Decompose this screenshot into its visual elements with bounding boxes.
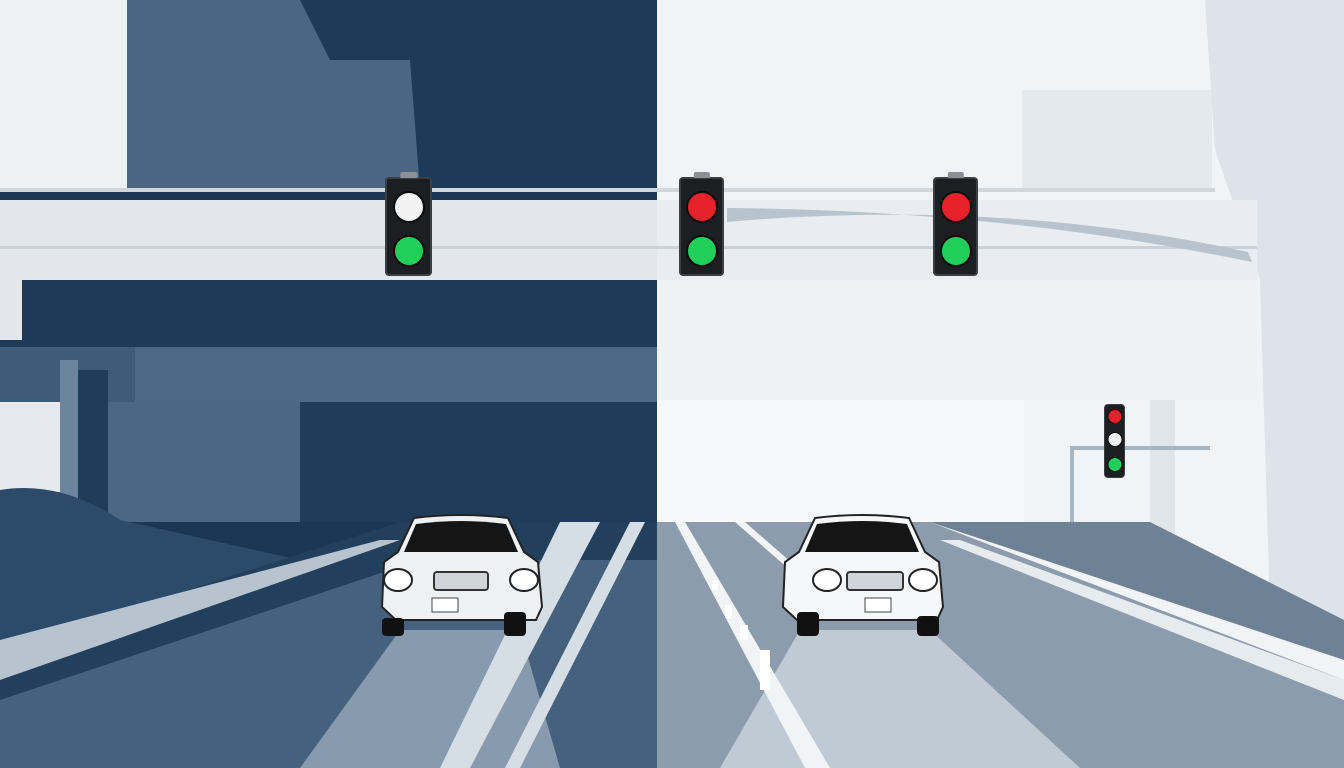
green-lamp-icon — [939, 235, 972, 267]
car-left — [380, 514, 544, 636]
bridge-edge — [0, 246, 1257, 249]
red-lamp-icon — [939, 191, 972, 223]
headlight-beam-right — [720, 630, 1080, 768]
lane-marking-left — [440, 522, 600, 768]
road-curb-right — [940, 540, 1344, 700]
traffic-light-center — [679, 172, 724, 276]
lane-marking-right-2 — [735, 522, 800, 570]
traffic-light-cap — [399, 172, 418, 178]
signal-pole — [1070, 446, 1074, 538]
left-sky — [0, 0, 127, 190]
traffic-light-distant — [1104, 404, 1125, 478]
underpass-right — [657, 280, 1257, 400]
bridge-pier-cap — [0, 280, 22, 340]
curved-ramp — [727, 208, 1252, 262]
road-shoulder-left — [0, 540, 400, 680]
distant-sky — [0, 402, 60, 492]
distant-building-dark — [300, 402, 657, 522]
distant-right — [657, 400, 1024, 522]
white-lamp-icon — [392, 191, 425, 223]
red-lamp-icon — [685, 191, 718, 223]
traffic-light-cap — [693, 172, 710, 178]
car-right — [781, 514, 945, 636]
left-building-shadow — [300, 0, 657, 190]
traffic-light-left — [385, 172, 432, 276]
right-building — [1022, 90, 1212, 190]
road-right-side — [930, 522, 1344, 660]
traffic-light-right — [933, 172, 978, 276]
traffic-light-cap — [947, 172, 964, 178]
lane-dashes — [712, 580, 770, 690]
signal-arm — [1070, 446, 1210, 450]
bridge-deck-left — [0, 200, 657, 280]
red-lamp-icon — [1107, 409, 1122, 424]
green-lamp-icon — [685, 235, 718, 267]
bridge-railing — [0, 188, 1215, 192]
right-tree — [1205, 0, 1344, 620]
green-lamp-icon — [392, 235, 425, 267]
green-lamp-icon — [1107, 457, 1122, 472]
white-lamp-icon — [1107, 432, 1122, 447]
bridge-underside — [0, 280, 657, 347]
underpass-wall — [135, 347, 657, 402]
lane-marking-left-2 — [505, 522, 645, 768]
